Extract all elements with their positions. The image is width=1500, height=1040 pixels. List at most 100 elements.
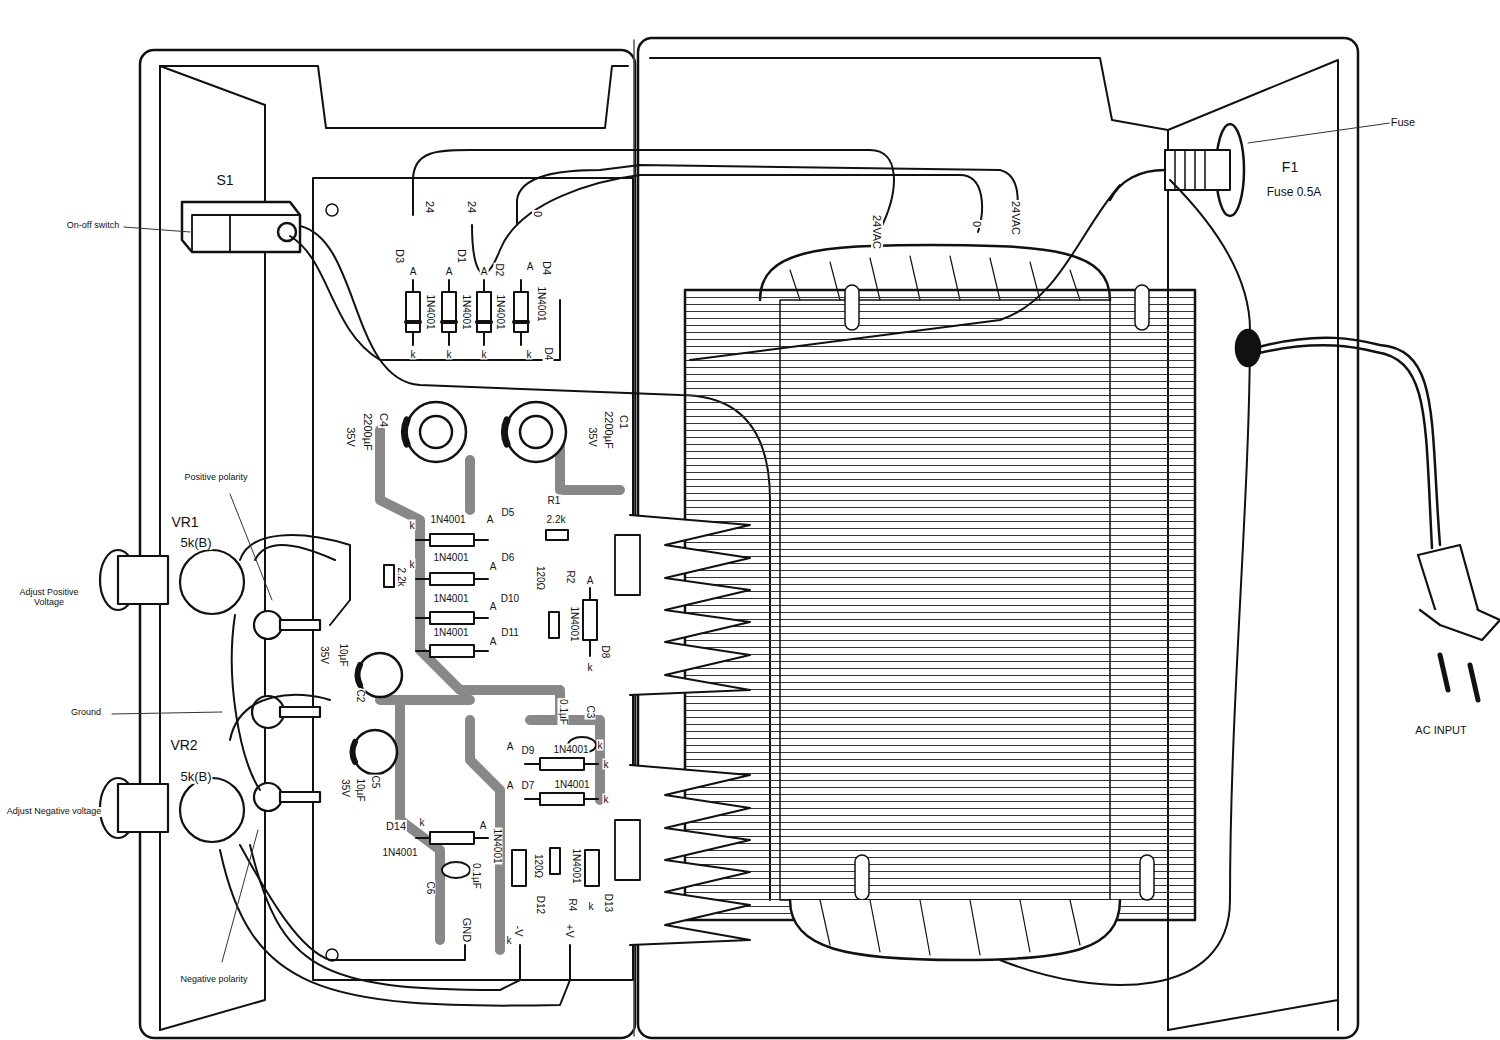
- part-label: 35V: [340, 778, 351, 798]
- part-label: R4: [567, 898, 578, 913]
- enclosure-right: [638, 38, 1358, 1038]
- part-label: C3: [585, 705, 596, 720]
- part-label: 10µF: [338, 643, 349, 668]
- part-label: Adjust Positive Voltage: [3, 588, 95, 608]
- part-label: VR1: [170, 515, 199, 530]
- part-label: 1N4001: [381, 847, 418, 858]
- part-label: 24: [424, 200, 436, 214]
- part-label: k: [526, 349, 533, 360]
- part-label: A: [489, 601, 498, 612]
- part-label: 120Ω: [535, 565, 546, 591]
- part-label: A: [526, 261, 535, 272]
- part-label: 0: [971, 220, 983, 228]
- part-label: k: [603, 759, 610, 770]
- part-label: k: [409, 520, 416, 531]
- part-label: D11: [500, 627, 520, 638]
- part-label: On-off switch: [66, 221, 120, 231]
- part-label: C2: [355, 689, 366, 704]
- enclosure-left: [140, 50, 635, 1038]
- part-label: D13: [603, 893, 614, 913]
- part-label: D7: [521, 780, 536, 791]
- part-label: A: [506, 741, 515, 752]
- part-label: 5k(B): [179, 536, 212, 550]
- part-label: F1: [1281, 160, 1299, 175]
- part-label: k: [409, 559, 416, 570]
- part-label: A: [506, 780, 515, 791]
- circuit-board: [313, 178, 633, 980]
- part-label: 0: [532, 210, 544, 218]
- part-label: GND: [461, 917, 473, 943]
- part-label: D14: [385, 820, 407, 832]
- part-label: 24: [466, 200, 478, 214]
- part-label: k: [410, 349, 417, 360]
- part-label: A: [479, 820, 488, 831]
- part-label: D4: [541, 260, 553, 276]
- part-label: 5k(B): [179, 770, 212, 784]
- part-label: C1: [618, 414, 630, 430]
- part-label: 35V: [587, 426, 599, 448]
- part-label: A: [445, 266, 454, 277]
- potentiometer-symbol: [180, 550, 244, 614]
- part-label: R1: [547, 495, 562, 506]
- part-label: A: [489, 561, 498, 572]
- part-label: A: [409, 266, 418, 277]
- part-label: 1N4001: [536, 285, 547, 322]
- part-label: k: [597, 740, 604, 751]
- part-label: 1N4001: [429, 514, 466, 525]
- part-label: 0.1µF: [471, 862, 482, 890]
- part-label: 2200µF: [362, 412, 374, 452]
- part-label: VR2: [169, 738, 198, 753]
- part-label: Positive polarity: [180, 473, 252, 483]
- part-label: 24VAC: [1010, 200, 1022, 236]
- part-label: AC INPUT: [1414, 724, 1467, 736]
- part-label: 10µF: [355, 778, 366, 803]
- part-label: 2.2k: [546, 514, 567, 525]
- part-label: k: [481, 349, 488, 360]
- part-label: 24VAC: [871, 214, 883, 250]
- part-label: Negative polarity: [178, 975, 250, 985]
- part-label: 2.2k: [396, 567, 407, 588]
- part-label: C5: [370, 775, 381, 790]
- part-label: 35V: [345, 426, 357, 448]
- part-label: 1N4001: [571, 847, 582, 884]
- part-label: Fuse: [1390, 116, 1416, 128]
- part-label: k: [506, 935, 513, 946]
- part-label: S1: [215, 173, 234, 188]
- part-label: 1N4001: [461, 293, 472, 330]
- diode-symbol: [406, 292, 420, 332]
- transformer-core: [685, 290, 1195, 920]
- part-label: D1: [456, 248, 468, 264]
- part-label: Ground: [70, 708, 102, 718]
- part-label: D12: [535, 895, 546, 915]
- part-label: D10: [500, 593, 520, 604]
- part-label: 1N4001: [569, 605, 580, 642]
- part-label: +V: [564, 923, 576, 939]
- diode-symbol: [430, 534, 474, 546]
- part-label: 1N4001: [425, 293, 436, 330]
- part-label: D5: [501, 507, 516, 518]
- part-label: Adjust Negative voltage: [3, 807, 105, 817]
- part-label: 1N4001: [432, 593, 469, 604]
- part-label: 1N4001: [552, 744, 589, 755]
- part-label: A: [486, 514, 495, 525]
- part-label: k: [587, 662, 594, 673]
- part-label: 1N4001: [432, 627, 469, 638]
- part-label: 2200µF: [603, 410, 615, 450]
- part-label: 1N4001: [432, 552, 469, 563]
- part-label: D6: [501, 552, 516, 563]
- part-label: 0.1µF: [558, 698, 569, 726]
- part-label: 1N4001: [553, 779, 590, 790]
- part-label: R2: [565, 570, 576, 585]
- heatsink: [630, 515, 750, 695]
- part-label: 35V: [319, 645, 330, 665]
- leader-line: [124, 227, 190, 232]
- part-label: k: [446, 349, 453, 360]
- part-label: D2: [494, 263, 505, 278]
- capacitor-symbol: [406, 402, 466, 462]
- part-label: k: [419, 817, 426, 828]
- part-label: C4: [378, 412, 390, 428]
- switch-body: [182, 202, 300, 252]
- part-label: D9: [521, 745, 536, 756]
